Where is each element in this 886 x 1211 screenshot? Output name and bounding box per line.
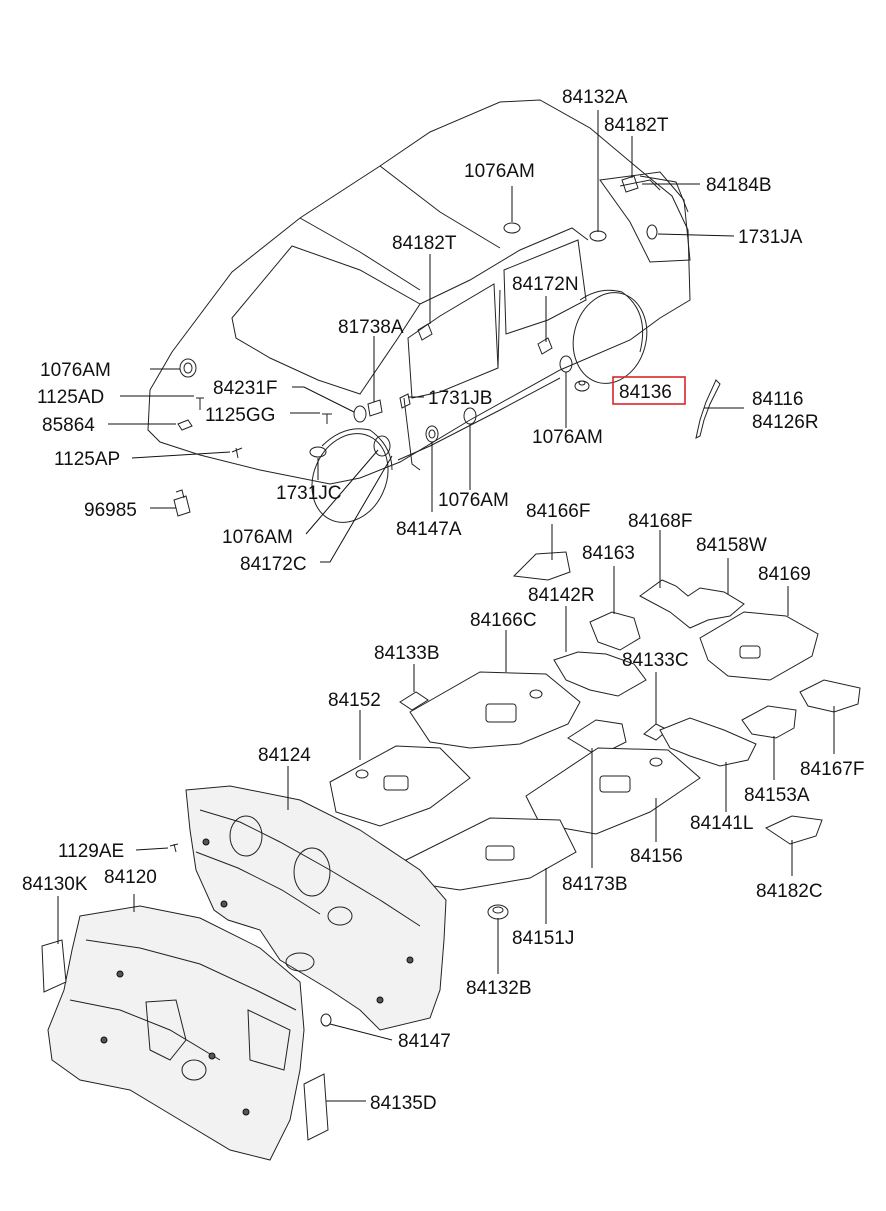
label-84166f: 84166F [526, 501, 590, 522]
pad-84166f [512, 551, 571, 581]
label-84163: 84163 [582, 543, 635, 564]
pad-84151j [405, 817, 577, 891]
grommet-84147a [425, 425, 439, 443]
label-84135d: 84135D [370, 1093, 437, 1114]
plug-1731ja [646, 224, 658, 240]
label-1076am-low: 1076AM [222, 527, 293, 548]
label-84172n: 84172N [512, 274, 579, 295]
plug-1731jc [309, 446, 327, 458]
label-81738a: 81738A [338, 317, 404, 338]
label-84172c: 84172C [240, 554, 307, 575]
label-1125gg: 1125GG [205, 405, 275, 426]
label-84147: 84147 [398, 1031, 451, 1052]
grommet-1076am-left [179, 358, 197, 378]
label-96985: 96985 [84, 500, 137, 521]
grommet-1076am-rear [559, 355, 573, 373]
label-1125ad: 1125AD [37, 387, 104, 408]
pad-84167f [799, 679, 861, 713]
pad-85864 [177, 419, 193, 431]
label-1076am-rear: 1076AM [532, 427, 603, 448]
bolt-1129ae [169, 843, 179, 853]
label-1129ae: 1129AE [58, 841, 124, 862]
grommet-1076am-sill [463, 407, 477, 425]
label-1076am-roof: 1076AM [464, 161, 535, 182]
highlight-box-84136 [612, 376, 686, 405]
label-84132a: 84132A [562, 87, 628, 108]
label-1731ja: 1731JA [738, 227, 803, 248]
label-1731jc: 1731JC [276, 483, 342, 504]
pad-84182c [764, 815, 823, 845]
pad-81738a [367, 399, 383, 417]
pad-84166c [409, 671, 581, 749]
label-84156: 84156 [630, 846, 683, 867]
label-84136: 84136 [619, 382, 672, 403]
label-84147a: 84147A [396, 519, 462, 540]
label-84126r: 84126R [752, 412, 819, 433]
nut-84136 [574, 380, 590, 392]
strip-84116 [695, 379, 721, 439]
plug-1731jb [399, 393, 411, 409]
label-84116: 84116 [752, 389, 803, 410]
pad-84182t-mid [417, 323, 433, 341]
body-plugs [173, 175, 721, 517]
pad-84168f [639, 579, 745, 629]
bolt-1125ad [196, 397, 204, 410]
floor-pads [329, 551, 861, 920]
clip-96985 [173, 489, 191, 517]
label-84133b: 84133B [374, 643, 440, 664]
label-84158w: 84158W [696, 535, 767, 556]
label-84182c: 84182C [756, 881, 823, 902]
label-84142r: 84142R [528, 585, 595, 606]
label-84184b: 84184B [706, 175, 772, 196]
label-84173b: 84173B [562, 874, 628, 895]
part-labels: 84132A 84182T 84184B 1076AM 1731JA 84182… [22, 87, 864, 1114]
label-84182t-mid: 84182T [392, 233, 457, 254]
pad-84153a [741, 705, 797, 739]
label-84168f: 84168F [628, 511, 692, 532]
pad-84142r [553, 651, 647, 697]
vehicle-body [147, 99, 691, 523]
label-84167f: 84167F [800, 759, 864, 780]
label-84132b: 84132B [466, 978, 532, 999]
label-84120: 84120 [104, 867, 157, 888]
label-84130k: 84130K [22, 874, 88, 895]
pad-84141l [659, 717, 757, 767]
label-84182t-top: 84182T [604, 115, 669, 136]
plug-84231f [353, 405, 367, 423]
label-1076am-sill: 1076AM [438, 490, 509, 511]
label-84231f: 84231F [213, 378, 277, 399]
label-84166c: 84166C [470, 610, 537, 631]
pad-84135d [303, 1073, 329, 1141]
screw-1125gg [322, 413, 332, 424]
label-85864: 85864 [42, 415, 95, 436]
pad-84172n [537, 337, 553, 355]
label-84133c: 84133C [622, 650, 689, 671]
label-1076am-left: 1076AM [40, 360, 111, 381]
bolt-1125ap [231, 447, 243, 459]
pad-84152 [329, 745, 471, 827]
grommet-1076am-low [373, 435, 391, 457]
label-84169: 84169 [758, 564, 811, 585]
label-1731jb: 1731JB [428, 388, 492, 409]
pad-84163 [589, 611, 641, 651]
label-84141l: 84141L [690, 813, 753, 834]
label-1125ap: 1125AP [54, 449, 120, 470]
pad-84133b [399, 691, 429, 711]
grommet-84147 [320, 1013, 332, 1027]
label-84153a: 84153A [744, 785, 810, 806]
label-84152: 84152 [328, 690, 381, 711]
pad-84130k [41, 939, 67, 993]
label-84124: 84124 [258, 745, 311, 766]
dash-panel-84124 [169, 785, 447, 1031]
leader-lines [57, 110, 835, 1102]
pad-84182t-top [621, 175, 639, 193]
plug-84132a [589, 230, 607, 242]
dash-panel-84120 [41, 905, 332, 1161]
plug-roof [503, 222, 521, 234]
label-84151j: 84151J [512, 928, 574, 949]
